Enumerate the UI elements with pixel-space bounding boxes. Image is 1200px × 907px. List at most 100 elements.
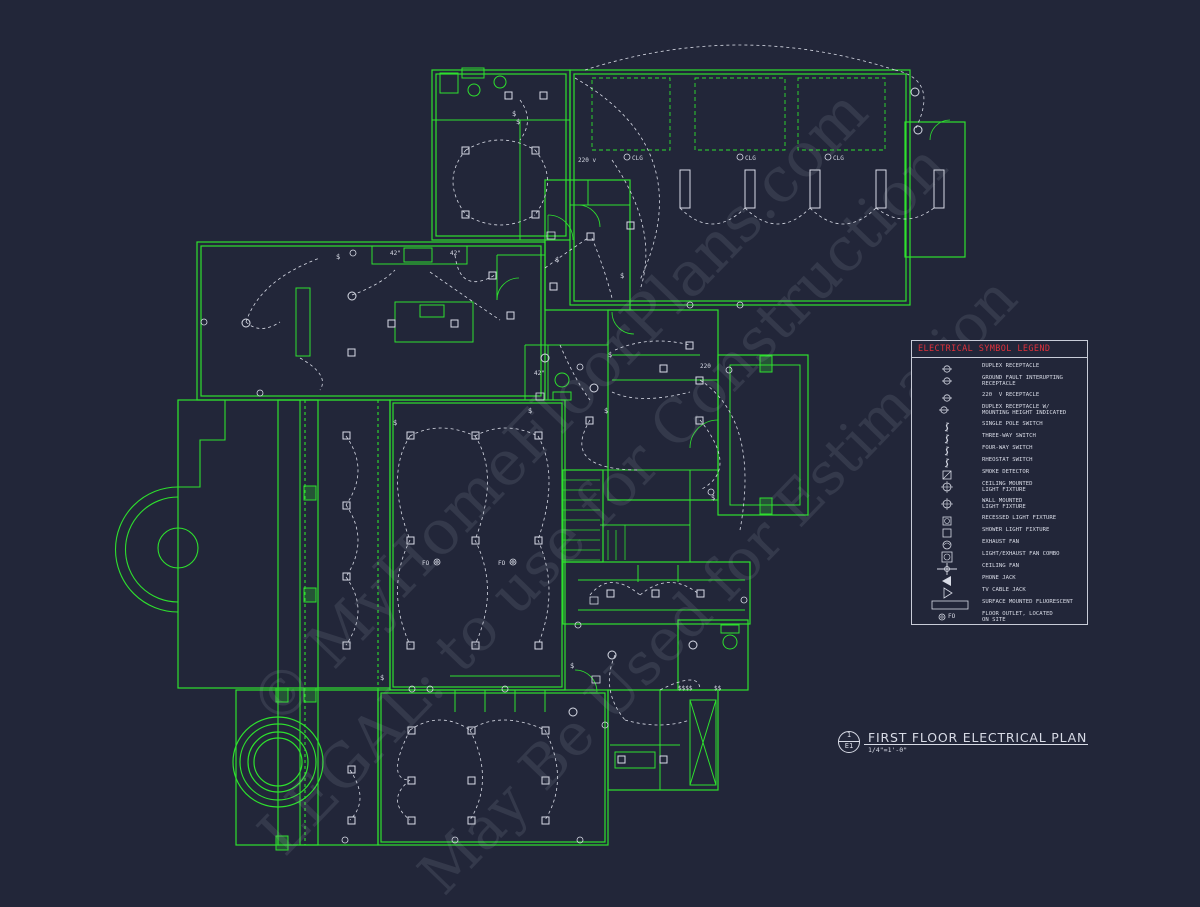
legend-item: CEILING MOUNTED LIGHT FIXTURE (912, 481, 1087, 493)
smoke-detector-icon (930, 469, 964, 481)
legend-item-label: SINGLE POLE SWITCH (982, 421, 1043, 427)
drawing-number-divider (838, 741, 860, 742)
svg-text:$: $ (512, 110, 516, 118)
legend-item: LIGHT/EXHAUST FAN COMBO (912, 551, 1087, 563)
drawing-number: 1 (846, 731, 852, 739)
phone-jack-icon (930, 575, 964, 587)
legend-title: ELECTRICAL SYMBOL LEGEND (918, 344, 1051, 354)
svg-text:$: $ (393, 419, 397, 427)
legend-fo-text: FO (948, 613, 956, 620)
three-way-switch-icon (930, 433, 964, 445)
legend-item: PHONE JACK (912, 575, 1087, 587)
legend-item-label: GROUND FAULT INTERUPTING RECEPTACLE (982, 375, 1063, 387)
legend-item: RHEOSTAT SWITCH (912, 457, 1087, 469)
label-clg-1: CLG (632, 155, 643, 162)
interior-walls (200, 119, 745, 790)
legend-item-label: TV CABLE JACK (982, 587, 1026, 593)
legend-item-label: CEILING MOUNTED LIGHT FIXTURE (982, 481, 1033, 493)
legend-item-label: FLOOR OUTLET, LOCATED ON SITE (982, 611, 1053, 623)
surface-fluorescent-icon (930, 599, 969, 611)
svg-text:$: $ (555, 256, 559, 264)
plan-scale: 1/4"=1'-0" (868, 746, 908, 754)
plan-title-block: 1 E1 FIRST FLOOR ELECTRICAL PLAN 1/4"=1'… (838, 729, 1098, 759)
electrical-symbol-legend: ELECTRICAL SYMBOL LEGEND DUPLEX RECEPTAC… (911, 340, 1088, 625)
legend-item-label: RHEOSTAT SWITCH (982, 457, 1033, 463)
shower-light-icon (930, 527, 964, 539)
svg-text:$: $ (516, 118, 520, 126)
recessed-lights (342, 91, 705, 825)
legend-item: THREE-WAY SWITCH (912, 433, 1087, 445)
legend-item: DUPLEX RECEPTACLE (912, 363, 1087, 375)
legend-item-label: CEILING FAN (982, 563, 1020, 569)
legend-item-label: THREE-WAY SWITCH (982, 433, 1036, 439)
label-42in-3: 42" (534, 370, 545, 377)
garage-door-posts (679, 169, 945, 209)
legend-item-label: PHONE JACK (982, 575, 1016, 581)
sheet-number: E1 (844, 742, 854, 750)
legend-item: SHOWER LIGHT FIXTURE (912, 527, 1087, 539)
svg-text:$: $ (604, 407, 608, 415)
gazebo (232, 716, 324, 808)
legend-item: FO FLOOR OUTLET, LOCATED ON SITE (912, 611, 1087, 623)
label-clg-2: CLG (745, 155, 756, 162)
circuit-arcs (245, 44, 935, 821)
floor-outlet-icon: FO (930, 611, 964, 623)
legend-item-label: SURFACE MOUNTED FLUORESCENT (982, 599, 1073, 605)
legend-item: DUPLEX RECEPTACLE W/ MOUNTING HEIGHT IND… (912, 404, 1087, 416)
plan-labels: CLG CLG CLG 220 v 220 42" 42" 42" FO FO … (390, 155, 844, 692)
legend-item: TV CABLE JACK (912, 587, 1087, 599)
plan-title-underline (864, 744, 1088, 745)
kitchen-fixtures (295, 245, 474, 357)
legend-item-label: SMOKE DETECTOR (982, 469, 1030, 475)
switches: $ $ $ $ $ $ $ $ $ $ $ $ (336, 110, 715, 682)
legend-item: SMOKE DETECTOR (912, 469, 1087, 481)
legend-item: SINGLE POLE SWITCH (912, 421, 1087, 433)
legend-item: 220 V RECEPTACLE (912, 392, 1087, 404)
label-switch-pair: $$ (714, 685, 722, 692)
legend-divider (912, 357, 1087, 358)
columns (275, 355, 773, 851)
legend-item: FOUR-WAY SWITCH (912, 445, 1087, 457)
legend-item: SURFACE MOUNTED FLUORESCENT (912, 599, 1087, 611)
legend-item: GROUND FAULT INTERUPTING RECEPTACLE (912, 375, 1087, 387)
svg-text:$: $ (570, 662, 574, 670)
label-clg-3: CLG (833, 155, 844, 162)
svg-text:$: $ (528, 407, 532, 415)
legend-item-label: 220 V RECEPTACLE (982, 392, 1040, 398)
legend-item-label: FOUR-WAY SWITCH (982, 445, 1033, 451)
duplex-mounting-height-icon (930, 404, 964, 416)
ceiling-fan-icon (930, 563, 964, 575)
rheostat-switch-icon (930, 457, 964, 469)
label-220v-1: 220 v (578, 157, 596, 164)
ceiling-light-fixtures (241, 87, 923, 717)
drawing-number-circle (838, 731, 860, 753)
smoke-detectors (535, 231, 601, 684)
ceiling-light-icon (930, 481, 964, 493)
garage-bays (591, 77, 886, 151)
receptacles (200, 153, 832, 844)
svg-text:$: $ (336, 253, 340, 261)
svg-text:$: $ (608, 351, 612, 359)
floor-outlets (433, 558, 517, 566)
legend-item: EXHAUST FAN (912, 539, 1087, 551)
svg-text:$: $ (620, 272, 624, 280)
label-42in-2: 42" (450, 250, 461, 257)
legend-item-label: DUPLEX RECEPTACLE (982, 363, 1040, 369)
legend-item: CEILING FAN (912, 563, 1087, 575)
wall-light-icon (930, 498, 964, 510)
duplex-receptacle-icon (930, 363, 964, 375)
legend-item: RECESSED LIGHT FIXTURE (912, 515, 1087, 527)
recessed-light-icon (930, 515, 964, 527)
porch-right (717, 354, 809, 516)
legend-item: WALL MOUNTED LIGHT FIXTURE (912, 498, 1087, 510)
single-pole-switch-icon (930, 421, 964, 433)
label-220v-2: 220 (700, 363, 711, 370)
220v-receptacle-icon (930, 392, 964, 404)
legend-item-label: DUPLEX RECEPTACLE W/ MOUNTING HEIGHT IND… (982, 404, 1067, 416)
label-42in-1: 42" (390, 250, 401, 257)
legend-item-label: EXHAUST FAN (982, 539, 1020, 545)
legend-item-label: SHOWER LIGHT FIXTURE (982, 527, 1050, 533)
svg-text:$: $ (711, 494, 715, 502)
